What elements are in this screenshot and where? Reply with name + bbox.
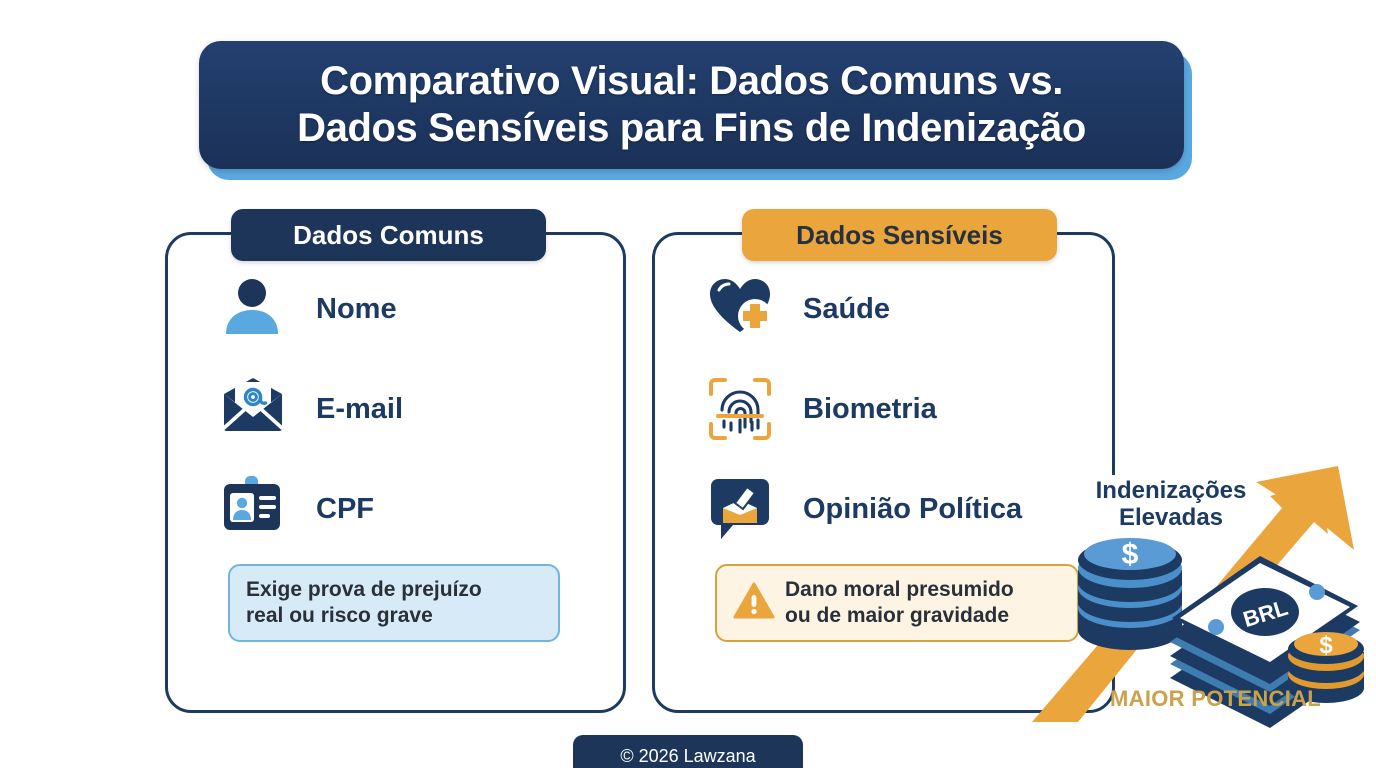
fingerprint-scan-icon bbox=[707, 376, 779, 442]
coin-symbol-orange: $ bbox=[1319, 632, 1333, 659]
note-text: Exige prova de prejuízo real ou risco gr… bbox=[246, 577, 482, 628]
page-title-line-1: Comparativo Visual: Dados Comuns vs. bbox=[320, 58, 1063, 103]
list-item-label: Saúde bbox=[803, 292, 891, 325]
envelope-at-icon bbox=[220, 376, 292, 442]
list-item: Opinião Política bbox=[707, 471, 1022, 547]
orange-coin-stack: $ bbox=[1288, 632, 1364, 703]
list-item: Saúde bbox=[707, 271, 1022, 347]
up-trend-arrow-shape bbox=[1032, 466, 1354, 722]
note-dados-sensiveis: Dano moral presumido ou de maior gravida… bbox=[715, 564, 1079, 642]
item-list-dados-comuns: Nome bbox=[220, 271, 403, 571]
ballot-speech-bubble-icon bbox=[707, 476, 779, 542]
list-item: E-mail bbox=[220, 371, 403, 447]
money-caption: Indenizações Elevadas bbox=[1078, 477, 1264, 532]
list-item: Nome bbox=[220, 271, 403, 347]
page-title-line-2: Dados Sensíveis para Fins de Indenização bbox=[297, 106, 1086, 150]
list-item-label: Nome bbox=[316, 292, 397, 325]
list-item: CPF bbox=[220, 471, 403, 547]
coin-symbol-blue: $ bbox=[1122, 538, 1139, 571]
card-header-dados-comuns: Dados Comuns bbox=[231, 209, 546, 261]
note-line-2: ou de maior gravidade bbox=[785, 604, 1010, 627]
note-line-2: real ou risco grave bbox=[246, 604, 433, 627]
note-line-1: Dano moral presumido bbox=[785, 578, 1014, 602]
list-item-label: Biometria bbox=[803, 392, 937, 425]
card-dados-sensiveis: Dados Sensíveis Saúde bbox=[652, 209, 1115, 713]
blue-coin-stack: $ bbox=[1078, 538, 1182, 650]
card-header-label: Dados Comuns bbox=[293, 219, 484, 250]
item-list-dados-sensiveis: Saúde bbox=[707, 271, 1022, 571]
title-banner: Comparativo Visual: Dados Comuns vs. Dad… bbox=[199, 41, 1184, 169]
id-badge-icon bbox=[220, 476, 292, 542]
money-caption-line-2: Elevadas bbox=[1118, 503, 1224, 531]
heart-plus-icon bbox=[707, 276, 779, 342]
list-item-label: E-mail bbox=[316, 392, 404, 425]
footer-copyright-text: © 2026 Lawzana bbox=[620, 745, 756, 766]
card-header-dados-sensiveis: Dados Sensíveis bbox=[742, 209, 1057, 261]
note-line-1: Exige prova de prejuízo bbox=[246, 578, 482, 602]
card-header-label: Dados Sensíveis bbox=[796, 219, 1003, 250]
potential-label: MAIOR POTENCIAL bbox=[1110, 686, 1322, 711]
warning-triangle-icon bbox=[733, 582, 775, 625]
list-item: Biometria bbox=[707, 371, 1022, 447]
list-item-label: CPF bbox=[316, 492, 374, 525]
page-title: Comparativo Visual: Dados Comuns vs. Dad… bbox=[271, 58, 1112, 152]
person-icon bbox=[220, 276, 292, 342]
money-caption-line-1: Indenizações bbox=[1095, 477, 1247, 504]
note-dados-comuns: Exige prova de prejuízo real ou risco gr… bbox=[228, 564, 560, 642]
card-dados-comuns: Dados Comuns Nome bbox=[165, 209, 626, 713]
footer-copyright: © 2026 Lawzana bbox=[573, 735, 803, 768]
list-item-label: Opinião Política bbox=[803, 492, 1023, 525]
money-growth-graphic: $ BRL bbox=[1020, 430, 1376, 730]
note-text: Dano moral presumido ou de maior gravida… bbox=[785, 577, 1014, 628]
